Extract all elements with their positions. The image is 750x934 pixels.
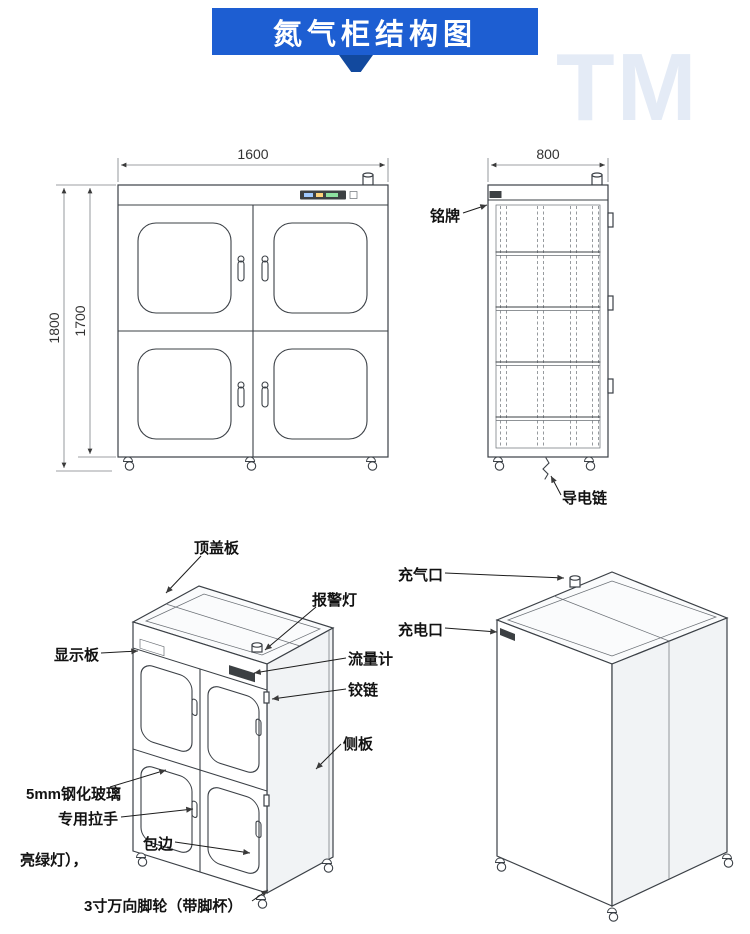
- leader-side-panel: [315, 743, 342, 770]
- dim-1600: 1600: [237, 146, 268, 162]
- label-display-panel: 显示板: [54, 647, 100, 664]
- side-cabinet-body: [487, 184, 609, 458]
- page-title: 氮气柜结构图: [272, 18, 477, 51]
- front-caster-icon: [122, 456, 135, 471]
- iso-rear-caster-icon: [494, 857, 507, 872]
- iso-rear-caster-icon: [606, 907, 619, 922]
- label-edge-trim: 包边: [143, 836, 174, 853]
- front-door-window-4: [273, 348, 368, 440]
- label-nameplate: 铭牌: [430, 208, 461, 225]
- label-gas-inlet: 充气口: [398, 567, 444, 584]
- leader-hinge: [271, 688, 347, 702]
- iso-rear-back-panel: [496, 619, 613, 907]
- label-side-panel: 侧板: [343, 736, 374, 753]
- charge-port-icon: [500, 628, 515, 641]
- side-top-fitting-icon: [591, 172, 603, 186]
- iso-rear-side-panel: [611, 617, 728, 907]
- front-door-handles-icon: [237, 255, 269, 408]
- side-view: 800: [487, 146, 614, 480]
- label-hinge: 铰链: [348, 682, 379, 699]
- leader-flow-meter: [253, 657, 347, 675]
- alarm-light-icon: [251, 642, 263, 653]
- display-panel-icon: [139, 638, 165, 657]
- door-handle-icon: [255, 718, 262, 737]
- side-caster-icon: [492, 456, 505, 471]
- side-caster-icon: [583, 456, 596, 471]
- front-control-display-icon: [300, 190, 358, 200]
- label-casters: 3寸万向脚轮（带脚杯）: [84, 898, 243, 915]
- iso-front-caster-icon: [321, 858, 334, 873]
- door-handle-icon: [191, 698, 198, 716]
- label-conductive-chain: 导电链: [562, 490, 608, 507]
- hinge-icon: [263, 691, 270, 704]
- front-door-window-1: [137, 222, 232, 314]
- front-top-fitting-icon: [362, 172, 374, 186]
- side-hinges-icon: [607, 212, 614, 394]
- label-green-light: 亮绿灯），: [20, 852, 88, 869]
- leader-handle: [120, 806, 194, 818]
- leader-nameplate: [462, 204, 488, 214]
- label-tempered-glass: 5mm钢化玻璃: [26, 786, 122, 803]
- iso-rear-caster-icon: [721, 853, 734, 868]
- hinge-icon: [263, 794, 270, 807]
- leader-top-cover: [165, 555, 202, 594]
- label-handle: 专用拉手: [58, 811, 119, 828]
- front-view: 1600 1800 1700: [46, 146, 389, 472]
- front-view-dim-width: 1600: [117, 146, 389, 182]
- leader-casters: [251, 889, 269, 902]
- label-alarm-light: 报警灯: [312, 592, 358, 609]
- side-rails: [500, 206, 599, 447]
- front-caster-icon: [244, 456, 257, 471]
- dim-1800: 1800: [46, 312, 62, 343]
- leader-tempered-glass: [109, 769, 167, 788]
- nameplate-icon: [489, 191, 502, 198]
- front-door-window-2: [273, 222, 368, 314]
- leader-edge-trim: [174, 841, 251, 855]
- label-flow-meter: 流量计: [348, 651, 394, 668]
- front-view-dim-heights: 1800 1700: [46, 184, 116, 472]
- leader-lines: [100, 204, 565, 902]
- iso-front-side-panel: [266, 626, 334, 895]
- leader-gas-inlet: [444, 572, 565, 581]
- flow-meter-icon: [229, 665, 255, 683]
- front-door-window-3: [137, 348, 232, 440]
- door-handle-icon: [255, 820, 262, 839]
- leader-alarm-light: [264, 606, 317, 651]
- iso-front-door-face: [132, 621, 268, 894]
- leader-conductive-chain: [550, 475, 562, 496]
- conductive-chain-icon: [542, 457, 550, 480]
- side-shelves: [495, 251, 601, 421]
- leader-display-panel: [100, 648, 139, 655]
- gas-inlet-icon: [569, 575, 581, 588]
- iso-front-caster-icon: [135, 852, 148, 867]
- dim-800: 800: [536, 146, 560, 162]
- side-view-dim-depth: 800: [487, 146, 609, 182]
- title-banner: 氮气柜结构图: [212, 8, 538, 55]
- front-caster-icon: [365, 456, 378, 471]
- iso-front-view: [131, 585, 335, 909]
- label-top-cover: 顶盖板: [194, 540, 240, 557]
- side-inner-frame: [495, 204, 601, 449]
- leader-charge-port: [444, 627, 498, 635]
- label-charge-port: 充电口: [398, 622, 444, 639]
- dim-1700: 1700: [72, 305, 88, 336]
- iso-rear-view: [494, 571, 734, 922]
